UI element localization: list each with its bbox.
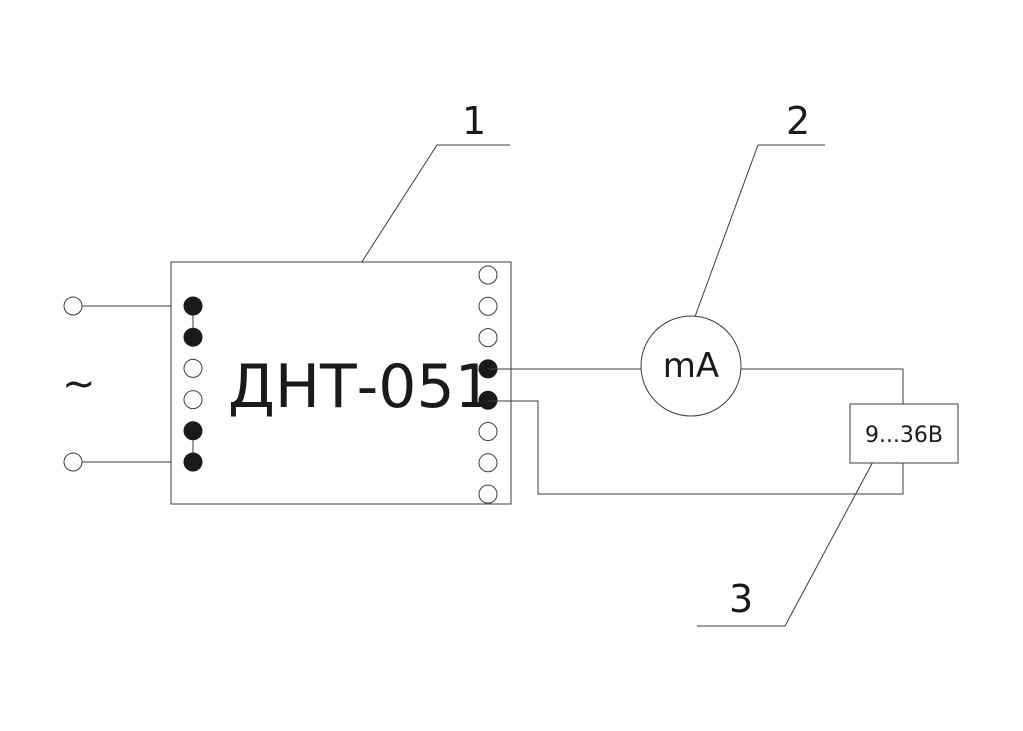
power-supply-label: 9...36В xyxy=(865,423,943,448)
ac-input: ~ xyxy=(62,296,193,472)
right-pin-8-free xyxy=(478,484,498,504)
leader-2 xyxy=(692,144,825,323)
leader-1 xyxy=(346,144,510,286)
device-label: ДНТ-051 xyxy=(228,352,493,422)
left-pin-5-connected xyxy=(183,421,203,441)
wire-device-to-supply xyxy=(488,400,904,495)
device-left-pins xyxy=(183,296,203,472)
milliammeter xyxy=(640,315,742,417)
right-pin-5-connected xyxy=(478,390,498,410)
ac-terminal-top xyxy=(63,296,83,316)
left-pin-1-connected xyxy=(183,296,203,316)
ac-symbol: ~ xyxy=(62,361,96,407)
left-pin-2-connected xyxy=(183,327,203,347)
power-supply xyxy=(849,403,959,464)
right-pin-1-free xyxy=(478,265,498,285)
callout-leaders xyxy=(346,144,876,627)
left-pin-4-free xyxy=(183,390,203,410)
callout-1: 1 xyxy=(462,99,486,143)
right-pin-3-free xyxy=(478,328,498,348)
callout-2: 2 xyxy=(786,99,810,143)
right-pin-7-free xyxy=(478,453,498,473)
output-loop xyxy=(488,368,904,495)
milliammeter-label: mA xyxy=(663,346,719,386)
wire-meter-to-supply xyxy=(741,368,904,404)
callout-3: 3 xyxy=(729,577,753,621)
ac-terminal-bottom xyxy=(63,452,83,472)
left-pin-3-free xyxy=(183,358,203,378)
right-pin-6-free xyxy=(478,422,498,441)
leader-3 xyxy=(697,457,876,627)
device-block xyxy=(170,261,512,505)
right-pin-2-free xyxy=(478,296,498,316)
left-pin-6-connected xyxy=(183,452,203,472)
